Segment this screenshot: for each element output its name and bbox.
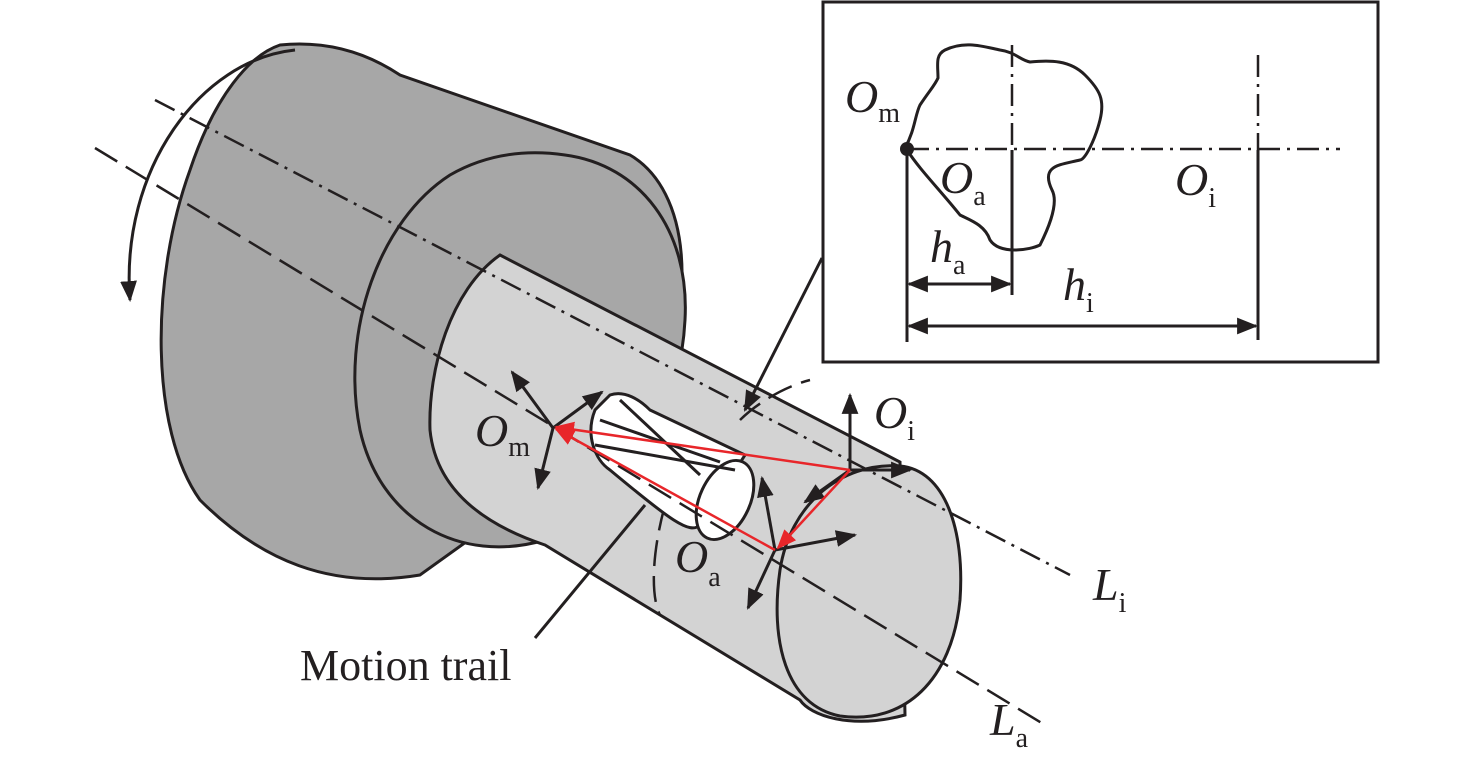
inset-label-oa: Oa <box>940 152 986 212</box>
motion-trail-leader <box>533 504 647 639</box>
label-la: La <box>989 694 1029 754</box>
motion-trail-cone <box>589 392 756 542</box>
inset-label-om: Om <box>845 71 900 129</box>
frame-oi <box>803 392 913 504</box>
label-li: Li <box>1092 559 1127 619</box>
label-oi: Oi <box>874 387 915 447</box>
inset-leader-line <box>743 257 824 412</box>
inset-label-ha: ha <box>930 221 966 281</box>
label-motion-trail: Motion trail <box>300 641 511 690</box>
axis-li <box>154 98 1071 577</box>
rotation-arrow-icon <box>120 48 296 303</box>
inset-label-hi: hi <box>1063 259 1094 319</box>
label-oa: Oa <box>675 531 721 593</box>
position-vectors <box>554 421 851 552</box>
inset-panel: Om Oa Oi ha hi <box>821 0 1380 364</box>
label-om: Om <box>475 405 530 463</box>
inset-label-oi: Oi <box>1175 154 1216 214</box>
